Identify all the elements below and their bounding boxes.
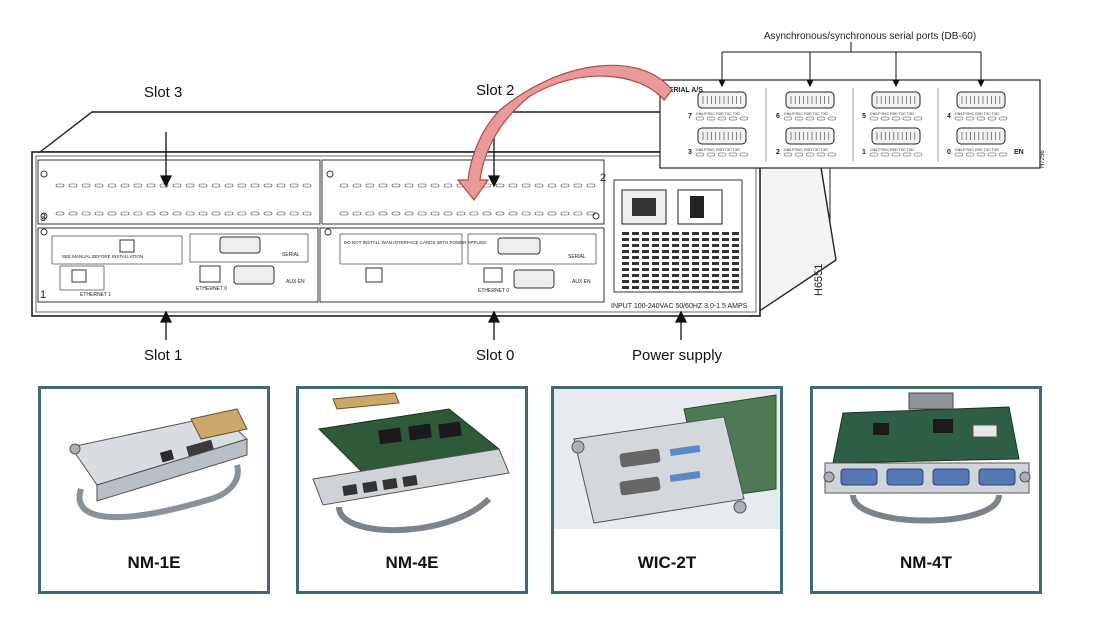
slot3-number: 3 <box>40 212 46 224</box>
module-card-nm-4e: NM-4E <box>296 386 528 594</box>
slot1-number: 1 <box>40 289 46 301</box>
slot0-callout: Slot 0 <box>476 347 515 364</box>
serial-port-number: 7 <box>688 113 692 120</box>
serial-port-led-labels: CN/LP RXC RXD TXC TXD <box>784 112 828 116</box>
ethernet0-label-slot1: ETHERNET 0 <box>196 286 227 292</box>
module-card-nm-4t: NM-4T <box>810 386 1042 594</box>
serial-port-led-labels: CN/LP RXC RXD TXC TXD <box>784 148 828 152</box>
port-bracket <box>718 42 985 88</box>
module-label-nm-4t: NM-4T <box>900 553 952 572</box>
ethernet0-label-slot0: ETHERNET 0 <box>478 288 509 294</box>
serial-port-led-labels: CN/LP RXC RXD TXC TXD <box>955 112 999 116</box>
serial-port-led-labels: CN/LP RXC RXD TXC TXD <box>870 112 914 116</box>
serial-port-number: 2 <box>776 149 780 156</box>
slot1-callout: Slot 1 <box>144 347 183 364</box>
db60-port <box>871 91 921 109</box>
aux-en-label-slot0: AUX EN <box>572 279 591 285</box>
wic-2t-image <box>554 389 780 529</box>
db60-port <box>956 127 1006 145</box>
router-chassis-drawing: 3 2 1 ETHERNET 1 ETHERNET 0 ETHERNET 0 A… <box>31 42 1046 340</box>
serial-panel-figure-id: H7256 <box>1040 150 1046 168</box>
db60-port <box>871 127 921 145</box>
port-panel-title: Asynchronous/synchronous serial ports (D… <box>763 31 977 42</box>
ethernet1-label: ETHERNET 1 <box>80 292 111 298</box>
serial-panel-en: EN <box>1014 149 1024 156</box>
serial-port-led-labels: CN/LP RXC RXD TXC TXD <box>955 148 999 152</box>
slot2-callout: Slot 2 <box>476 82 515 99</box>
serial-port-led-labels: CN/LP RXC RXD TXC TXD <box>696 148 740 152</box>
module-card-wic-2t: WIC-2T <box>551 386 783 594</box>
curved-arrow <box>456 64 673 202</box>
nm-4t-image <box>823 392 1031 524</box>
slot2-number: 2 <box>600 172 606 184</box>
serial-port-number: 4 <box>947 113 951 120</box>
nm-4e-image <box>312 392 510 534</box>
serial-label-slot0: SERIAL <box>568 254 586 260</box>
warning-label: DO NOT INSTALL WAN INTERFACE CARDS WITH … <box>344 240 487 245</box>
nm-1e-image <box>69 408 248 521</box>
serial-panel-label: SERIAL A/S <box>664 87 703 94</box>
db60-port <box>697 127 747 145</box>
chassis-figure-id: H6551 <box>813 264 825 296</box>
db60-port <box>785 91 835 109</box>
input-rating-label: INPUT 100-240VAC 50/60HZ 3.0-1.5 AMPS <box>611 303 748 310</box>
slot1-module <box>37 227 319 303</box>
router-diagram: 3 2 1 ETHERNET 1 ETHERNET 0 ETHERNET 0 A… <box>31 31 1046 364</box>
see-manual-label: SEE MANUAL BEFORE INSTALLATION <box>62 254 143 259</box>
db60-port <box>785 127 835 145</box>
module-label-wic-2t: WIC-2T <box>637 553 697 572</box>
module-label-nm-4e: NM-4E <box>385 553 439 572</box>
slot3-callout: Slot 3 <box>144 84 183 101</box>
serial-port-number: 5 <box>862 113 866 120</box>
serial-port-number: 0 <box>947 149 951 156</box>
module-label-nm-1e: NM-1E <box>127 553 181 572</box>
serial-port-number: 1 <box>862 149 866 156</box>
db60-port <box>697 91 747 109</box>
serial-label-slot1: SERIAL <box>282 252 300 258</box>
serial-port-led-labels: CN/LP RXC RXD TXC TXD <box>870 148 914 152</box>
serial-port-number: 3 <box>688 149 692 156</box>
module-card-nm-1e: NM-1E <box>38 386 270 594</box>
serial-port-led-labels: CN/LP RXC RXD TXC TXD <box>696 112 740 116</box>
power-supply-callout: Power supply <box>632 347 723 364</box>
serial-port-number: 6 <box>776 113 780 120</box>
db60-port <box>956 91 1006 109</box>
aux-en-label-slot1: AUX EN <box>286 279 305 285</box>
